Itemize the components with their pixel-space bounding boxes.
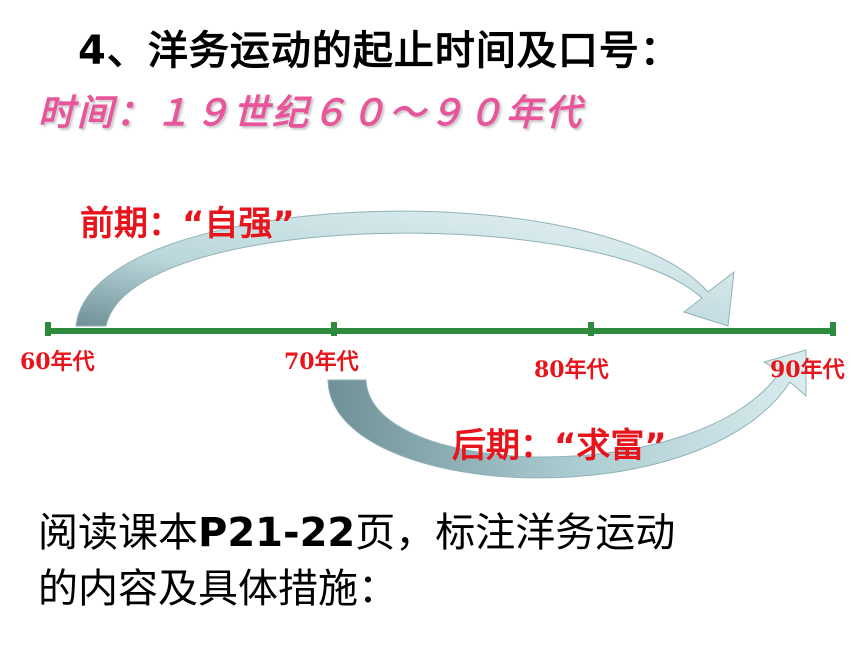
time-range: 时间：１９世纪６０～９０年代 [38,93,585,134]
timeline-label-80s: 80年代 [534,357,609,383]
reading-task-line1: 阅读课本P21-22页，标注洋务运动 [38,505,818,561]
timeline-label-60s: 60年代 [20,349,95,375]
slide-title: 4、洋务运动的起止时间及口号： [78,28,681,74]
reading-task-line2: 的内容及具体措施： [38,566,398,612]
reading-task-prefix: 阅读课本 [38,510,198,556]
reading-task-pages: P21-22 [198,510,356,556]
late-period-arrow [327,349,807,479]
timeline-label-90s: 90年代 [770,357,845,383]
timeline-tick-60s [45,322,51,336]
early-period-arrow [75,210,735,327]
late-period-label: 后期：“求富” [452,426,667,466]
reading-task: 阅读课本P21-22页，标注洋务运动 的内容及具体措施： [38,505,818,617]
reading-task-suffix: 页，标注洋务运动 [355,510,676,556]
timeline-label-70s: 70年代 [284,349,359,375]
early-period-label: 前期：“自强” [80,204,295,244]
timeline-tick-90s [830,322,836,336]
timeline-tick-70s [331,322,337,336]
timeline-tick-80s [588,322,594,336]
